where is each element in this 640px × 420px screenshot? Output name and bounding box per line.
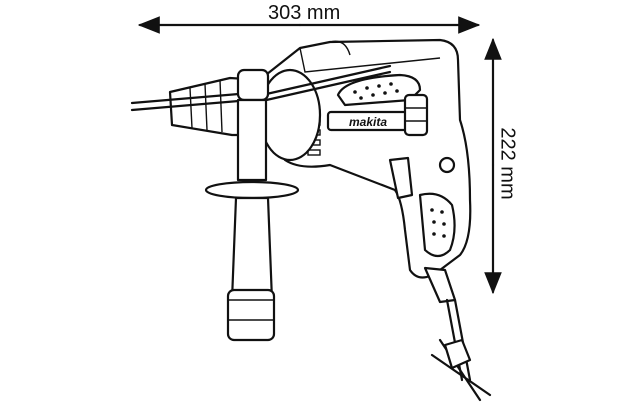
width-dimension-label: 303 mm [268, 2, 341, 24]
svg-text:makita: makita [349, 115, 387, 129]
side-handle [204, 68, 300, 342]
height-dimension-label: 222 mm [496, 127, 519, 200]
power-cord [423, 266, 492, 402]
drill-body: makita [258, 38, 472, 279]
